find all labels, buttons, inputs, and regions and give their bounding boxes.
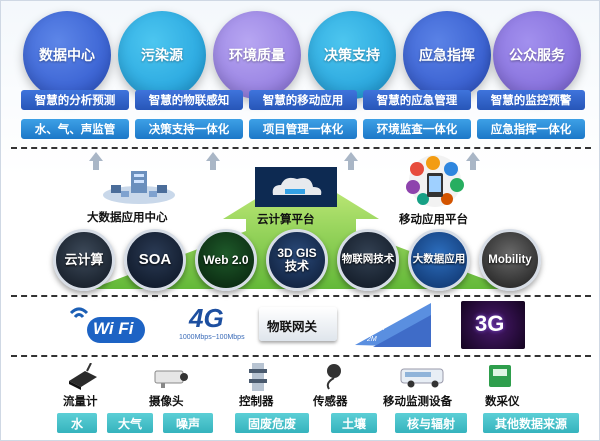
speed-100m: 100M — [389, 303, 407, 310]
source-solid-hazardous-waste: 固废危废 — [235, 413, 309, 433]
device-mobile-monitoring: 移动监测设备 — [383, 396, 452, 408]
divider-middle — [11, 295, 591, 297]
tech-web2: Web 2.0 — [195, 229, 257, 291]
up-arrow-stem — [210, 160, 216, 170]
lte-label: 4G — [189, 303, 224, 333]
g3-item: 3G — [461, 301, 525, 349]
smart-monitoring-warning: 智慧的监控预警 — [477, 90, 585, 110]
bandwidth-graphic: 100M 10M 4M 2M — [353, 301, 433, 349]
domain-pollution-source: 污染源 — [118, 11, 206, 99]
integration-decision-support: 决策支持一体化 — [135, 119, 243, 139]
domain-decision-support: 决策支持 — [308, 11, 396, 99]
source-nuclear-radiation: 核与辐射 — [395, 413, 467, 433]
g3-label: 3G — [475, 311, 505, 336]
device-camera: 摄像头 — [149, 396, 184, 408]
source-other-data: 其他数据来源 — [483, 413, 579, 433]
wifi-icon — [69, 307, 145, 343]
smart-emergency-management: 智慧的应急管理 — [363, 90, 471, 110]
source-noise: 噪声 — [163, 413, 213, 433]
smart-analysis-forecast: 智慧的分析预测 — [21, 90, 129, 110]
smart-iot-sensing: 智慧的物联感知 — [135, 90, 243, 110]
speed-2m: 2M — [367, 336, 377, 343]
speed-10m: 10M — [383, 314, 397, 321]
tech-mobility: Mobility — [479, 229, 541, 291]
up-arrow-icon — [89, 152, 103, 161]
domain-data-center: 数据中心 — [23, 11, 111, 99]
cloud-platform-label: 云计算平台 — [257, 214, 315, 226]
integration-emergency-command: 应急指挥一体化 — [477, 119, 585, 139]
tech-iot: 物联网技术 — [337, 229, 399, 291]
domain-environment-quality: 环境质量 — [213, 11, 301, 99]
up-arrow-icon — [206, 152, 220, 161]
device-sensor: 传感器 — [313, 396, 348, 408]
flow-meter-icon — [69, 363, 97, 390]
up-arrow-stem — [93, 160, 99, 170]
iot-gateway-box: 物联网关 — [259, 307, 337, 341]
big-data-center-label: 大数据应用中心 — [87, 212, 168, 224]
up-arrow-icon — [344, 152, 358, 161]
up-arrow-stem — [470, 160, 476, 170]
divider-top — [11, 147, 591, 149]
camera-icon — [154, 370, 188, 388]
bandwidth-icon — [355, 303, 431, 347]
mobile-monitoring-vehicle-icon — [400, 368, 444, 388]
tech-3d-gis: 3D GIS技术 — [266, 229, 328, 291]
divider-bottom — [11, 355, 591, 357]
cloud-computing-icon — [255, 167, 337, 207]
smart-mobile-application: 智慧的移动应用 — [249, 90, 357, 110]
tech-cloud-computing: 云计算 — [53, 229, 115, 291]
source-water: 水 — [57, 413, 97, 433]
iot-gateway-label: 物联网关 — [267, 320, 318, 334]
domain-public-service: 公众服务 — [493, 11, 581, 99]
big-data-center-icon — [103, 171, 175, 204]
integration-water-air-noise: 水、气、声监管 — [21, 119, 129, 139]
wifi-item: Wi Fi — [65, 303, 149, 345]
mobile-apps-icon — [406, 155, 464, 207]
mobile-platform-label: 移动应用平台 — [399, 214, 468, 226]
integration-project-management: 项目管理一体化 — [249, 119, 357, 139]
sensor-icon — [326, 364, 341, 390]
speed-4m: 4M — [375, 325, 385, 332]
integration-environment-inspection: 环境监查一体化 — [363, 119, 471, 139]
domain-emergency-command: 应急指挥 — [403, 11, 491, 99]
device-controller: 控制器 — [239, 396, 274, 408]
data-collector-icon — [489, 365, 511, 387]
source-soil: 土壤 — [331, 413, 377, 433]
tech-soa: SOA — [124, 229, 186, 291]
lte-item: 4G 1000Mbps~100Mbps — [179, 303, 249, 345]
device-flow-meter: 流量计 — [63, 396, 98, 408]
up-arrow-icon — [466, 152, 480, 161]
lte-speed-label: 1000Mbps~100Mbps — [179, 334, 245, 341]
source-air: 大气 — [107, 413, 153, 433]
controller-icon — [249, 363, 267, 391]
device-data-collector: 数采仪 — [485, 396, 520, 408]
wifi-label: Wi Fi — [93, 319, 134, 338]
up-arrow-stem — [348, 160, 354, 170]
tech-big-data: 大数据应用 — [408, 229, 470, 291]
